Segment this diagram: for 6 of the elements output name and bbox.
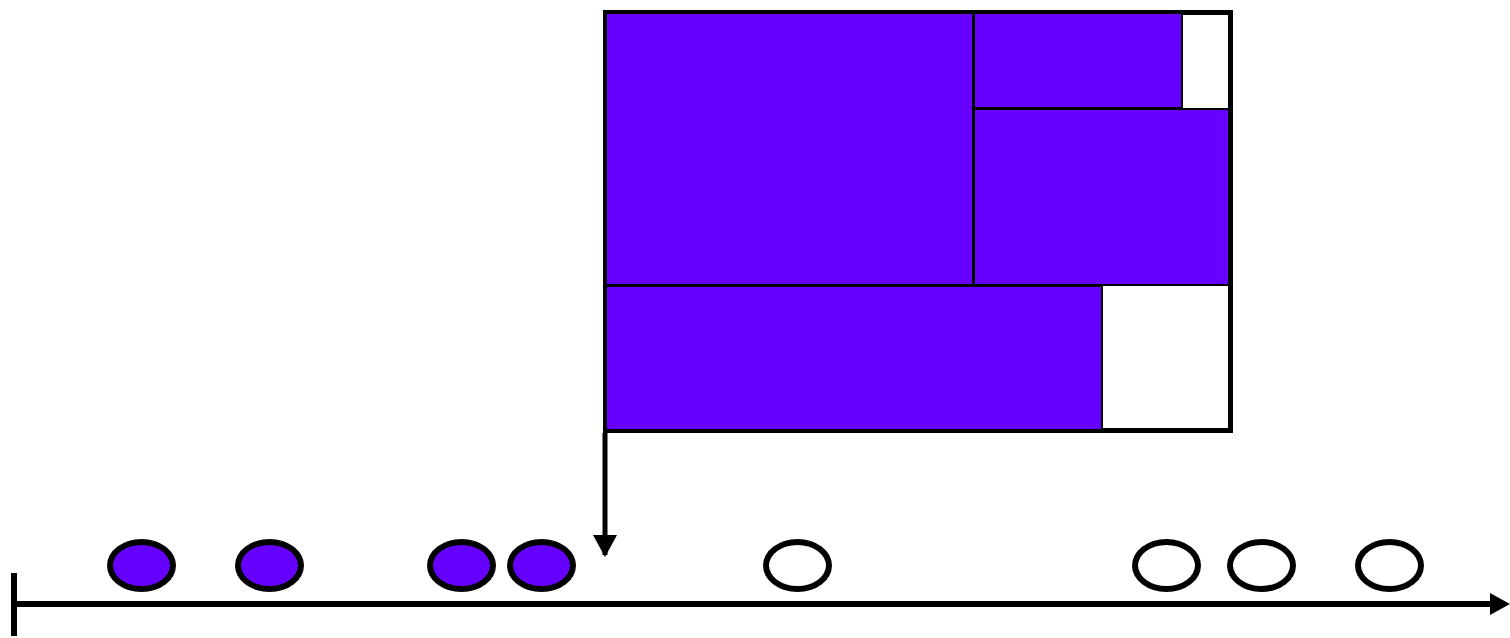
filled-rectangle	[973, 12, 1183, 109]
arrow	[593, 433, 617, 557]
frame-box	[603, 10, 1233, 433]
filled-rectangle	[605, 12, 974, 286]
filled-rectangle	[973, 108, 1230, 286]
filled-rectangle	[605, 285, 1103, 431]
